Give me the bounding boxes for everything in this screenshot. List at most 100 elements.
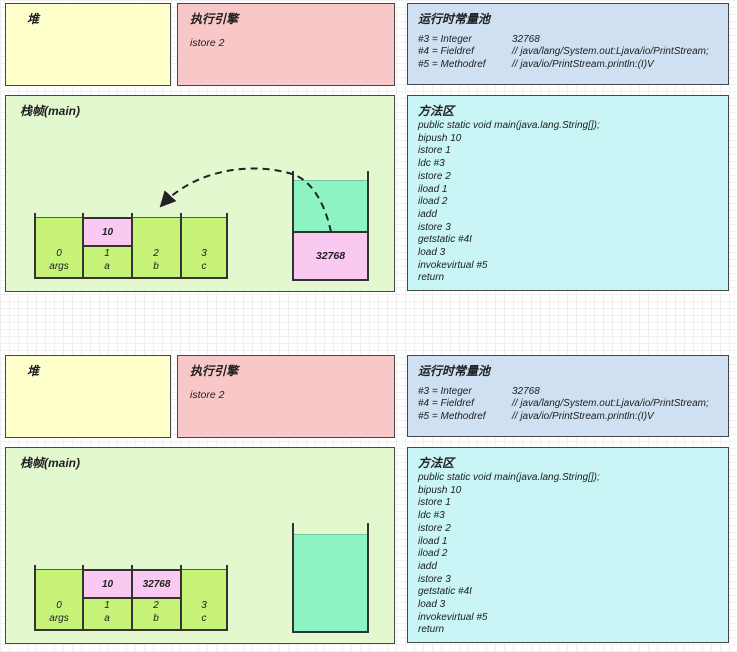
constant-pool-entry-value: 32768 [512, 386, 540, 397]
operand-stack-value-box: 32768 [294, 231, 367, 279]
bytecode-line: ldc #3 [418, 510, 445, 522]
slot-divider [180, 213, 182, 277]
constant-pool-entry-name: #5 = Methodref [418, 58, 486, 70]
slot-index: 1 [104, 600, 110, 611]
slot-name: c [201, 612, 207, 624]
bytecode-line: iload 1 [418, 183, 448, 195]
slot-index: 2 [153, 600, 159, 611]
bytecode-line: iload 1 [418, 535, 448, 547]
operand-stack-fill [294, 534, 367, 631]
bytecode-line: invokevirtual #5 [418, 259, 488, 271]
heap-title: 堆 [27, 12, 40, 26]
slot-label: 3 c [182, 600, 226, 625]
constant-pool-entry-value: // java/io/PrintStream.println:(I)V [512, 58, 654, 70]
runtime-constant-pool-box: 运行时常量池 #3 = Integer 32768 #4 = Fieldref … [407, 3, 729, 85]
slot-value: 32768 [142, 578, 171, 590]
constant-pool-title: 运行时常量池 [418, 364, 491, 378]
slot-value: 10 [101, 578, 114, 590]
bytecode-line: load 3 [418, 599, 446, 611]
method-area-box: 方法区 public static void main(java.lang.St… [407, 447, 729, 643]
heap-box: 堆 [5, 355, 171, 438]
bytecode-line: istore 1 [418, 145, 451, 157]
execution-engine-box: 执行引擎 istore 2 [177, 3, 395, 86]
constant-pool-entry: #5 = Methodref // java/io/PrintStream.pr… [418, 59, 724, 71]
bytecode-line: getstatic #4I [418, 234, 472, 246]
heap-title: 堆 [27, 364, 40, 378]
bytecode-line: ldc #3 [418, 158, 445, 170]
bytecode-line: istore 1 [418, 497, 451, 509]
bytecode-listing: public static void main(java.lang.String… [418, 472, 600, 637]
method-area-box: 方法区 public static void main(java.lang.St… [407, 95, 729, 291]
bytecode-line: istore 3 [418, 221, 451, 233]
bytecode-line: bipush 10 [418, 132, 462, 144]
panel-state-2: 堆 执行引擎 istore 2 运行时常量池 #3 = Integer 3276… [0, 355, 737, 645]
constant-pool-entry-name: #4 = Fieldref [418, 398, 474, 410]
panel-state-1: 堆 执行引擎 istore 2 运行时常量池 #3 = Integer 3276… [0, 3, 737, 293]
slot-index: 0 [56, 248, 62, 259]
constant-pool-entry-name: #3 = Integer [418, 386, 472, 397]
bytecode-line: public static void main(java.lang.String… [418, 472, 600, 483]
slot-name: args [49, 612, 69, 624]
constant-pool-entry: #4 = Fieldref // java/lang/System.out:Lj… [418, 398, 724, 410]
slot-name: b [153, 612, 159, 624]
method-area-title: 方法区 [418, 456, 455, 470]
runtime-constant-pool-box: 运行时常量池 #3 = Integer 32768 #4 = Fieldref … [407, 355, 729, 437]
slot-label: 3 c [182, 248, 226, 273]
bytecode-line: istore 3 [418, 573, 451, 585]
bytecode-line: iadd [418, 560, 437, 572]
slot-value-box: 10 [82, 217, 133, 247]
constant-pool-entry-value: // java/lang/System.out:Ljava/io/PrintSt… [512, 398, 709, 410]
slot-label: 1 a [84, 248, 130, 273]
current-instruction: istore 2 [190, 37, 225, 49]
constant-pool-entry-name: #4 = Fieldref [418, 46, 474, 58]
bytecode-line: load 3 [418, 247, 446, 259]
slot-label: 2 b [133, 248, 179, 273]
stack-frame-title: 栈帧(main) [20, 456, 81, 470]
slot-name: args [49, 260, 69, 272]
constant-pool-entry-name: #5 = Methodref [418, 410, 486, 422]
execution-engine-title: 执行引擎 [190, 364, 239, 378]
method-area-title: 方法区 [418, 104, 455, 118]
slot-label: 1 a [84, 600, 130, 625]
bytecode-line: iload 2 [418, 548, 448, 560]
bytecode-line: iload 2 [418, 196, 448, 208]
local-variable-array: 10 32768 0 args 1 a 2 b 3 [34, 565, 228, 631]
slot-name: a [104, 260, 110, 272]
operand-stack: 32768 [292, 171, 369, 281]
slot-value-box: 10 [82, 569, 133, 599]
bytecode-line: return [418, 624, 445, 636]
constant-pool-entry: #5 = Methodref // java/io/PrintStream.pr… [418, 411, 724, 423]
slot-index: 3 [201, 600, 207, 611]
operand-stack [292, 523, 369, 633]
slot-value: 10 [101, 226, 114, 238]
operand-stack-fill [294, 180, 367, 232]
bytecode-line: iadd [418, 208, 437, 220]
slot-index: 2 [153, 248, 159, 259]
bytecode-line: public static void main(java.lang.String… [418, 120, 600, 131]
slot-value-box: 32768 [131, 569, 182, 599]
heap-box: 堆 [5, 3, 171, 86]
bytecode-listing: public static void main(java.lang.String… [418, 120, 600, 285]
constant-pool-entry: #4 = Fieldref // java/lang/System.out:Lj… [418, 46, 724, 58]
stack-frame-title: 栈帧(main) [20, 104, 81, 118]
bytecode-line: istore 2 [418, 170, 451, 182]
bytecode-line: getstatic #4I [418, 586, 472, 598]
bytecode-line: istore 2 [418, 522, 451, 534]
slot-label: 0 args [36, 600, 82, 625]
constant-pool-entry-name: #3 = Integer [418, 34, 472, 45]
bytecode-line: return [418, 272, 445, 284]
execution-engine-title: 执行引擎 [190, 12, 239, 26]
operand-stack-value: 32768 [315, 250, 346, 262]
constant-pool-entry-value: // java/io/PrintStream.println:(I)V [512, 410, 654, 422]
constant-pool-entry: #3 = Integer 32768 [418, 386, 724, 398]
slot-index: 3 [201, 248, 207, 259]
slot-index: 1 [104, 248, 110, 259]
slot-label: 0 args [36, 248, 82, 273]
constant-pool-entry-value: // java/lang/System.out:Ljava/io/PrintSt… [512, 46, 709, 58]
constant-pool-entry-value: 32768 [512, 34, 540, 45]
current-instruction: istore 2 [190, 389, 225, 401]
local-variable-array: 10 0 args 1 a 2 b 3 c [34, 213, 228, 279]
constant-pool-title: 运行时常量池 [418, 12, 491, 26]
bytecode-line: bipush 10 [418, 484, 462, 496]
